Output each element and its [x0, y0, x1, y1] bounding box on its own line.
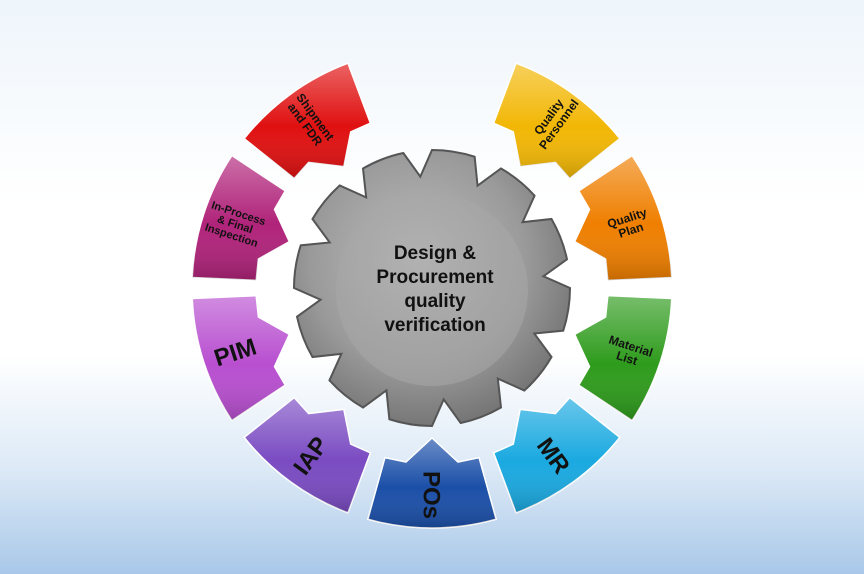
- center-gear: Design & Procurement quality verification: [292, 148, 572, 428]
- segment-iap: IAP: [243, 396, 372, 514]
- segment-label-line: List: [615, 348, 640, 368]
- center-title: Design & Procurement quality verification: [376, 243, 494, 336]
- segment-pim: PIM: [191, 294, 291, 422]
- segment-highlight: [493, 63, 620, 179]
- segment-highlight: [574, 155, 672, 281]
- center-title-line: Procurement: [376, 267, 494, 288]
- center-title-line: verification: [384, 315, 485, 336]
- segments-ring: QualityPersonnelQualityPlanMaterialListM…: [191, 62, 673, 529]
- segment-quality-personnel: QualityPersonnel: [492, 62, 621, 180]
- segment-highlight: [192, 155, 290, 281]
- center-title-line: Design &: [394, 243, 477, 264]
- segment-material-list: MaterialList: [573, 294, 673, 422]
- gear-center-disc: [336, 194, 528, 386]
- segment-mr: MR: [492, 396, 621, 514]
- segment-highlight: [192, 295, 290, 421]
- segment-highlight: [367, 438, 497, 528]
- segment-label-line: POs: [418, 471, 445, 519]
- segment-shipment-and-fdr: Shipmentand FDR: [243, 62, 372, 180]
- segment-in-process-final-inspection: In-Process& FinalInspection: [191, 154, 291, 282]
- segment-pos: POs: [366, 436, 498, 529]
- segment-highlight: [244, 397, 371, 513]
- segment-highlight: [493, 397, 620, 513]
- segment-highlight: [574, 295, 672, 421]
- segment-quality-plan: QualityPlan: [573, 154, 673, 282]
- segment-label-pos: POs: [418, 471, 445, 519]
- segment-highlight: [244, 63, 371, 179]
- segment-label-quality-plan: QualityPlan: [606, 205, 653, 243]
- center-title-line: quality: [404, 291, 466, 312]
